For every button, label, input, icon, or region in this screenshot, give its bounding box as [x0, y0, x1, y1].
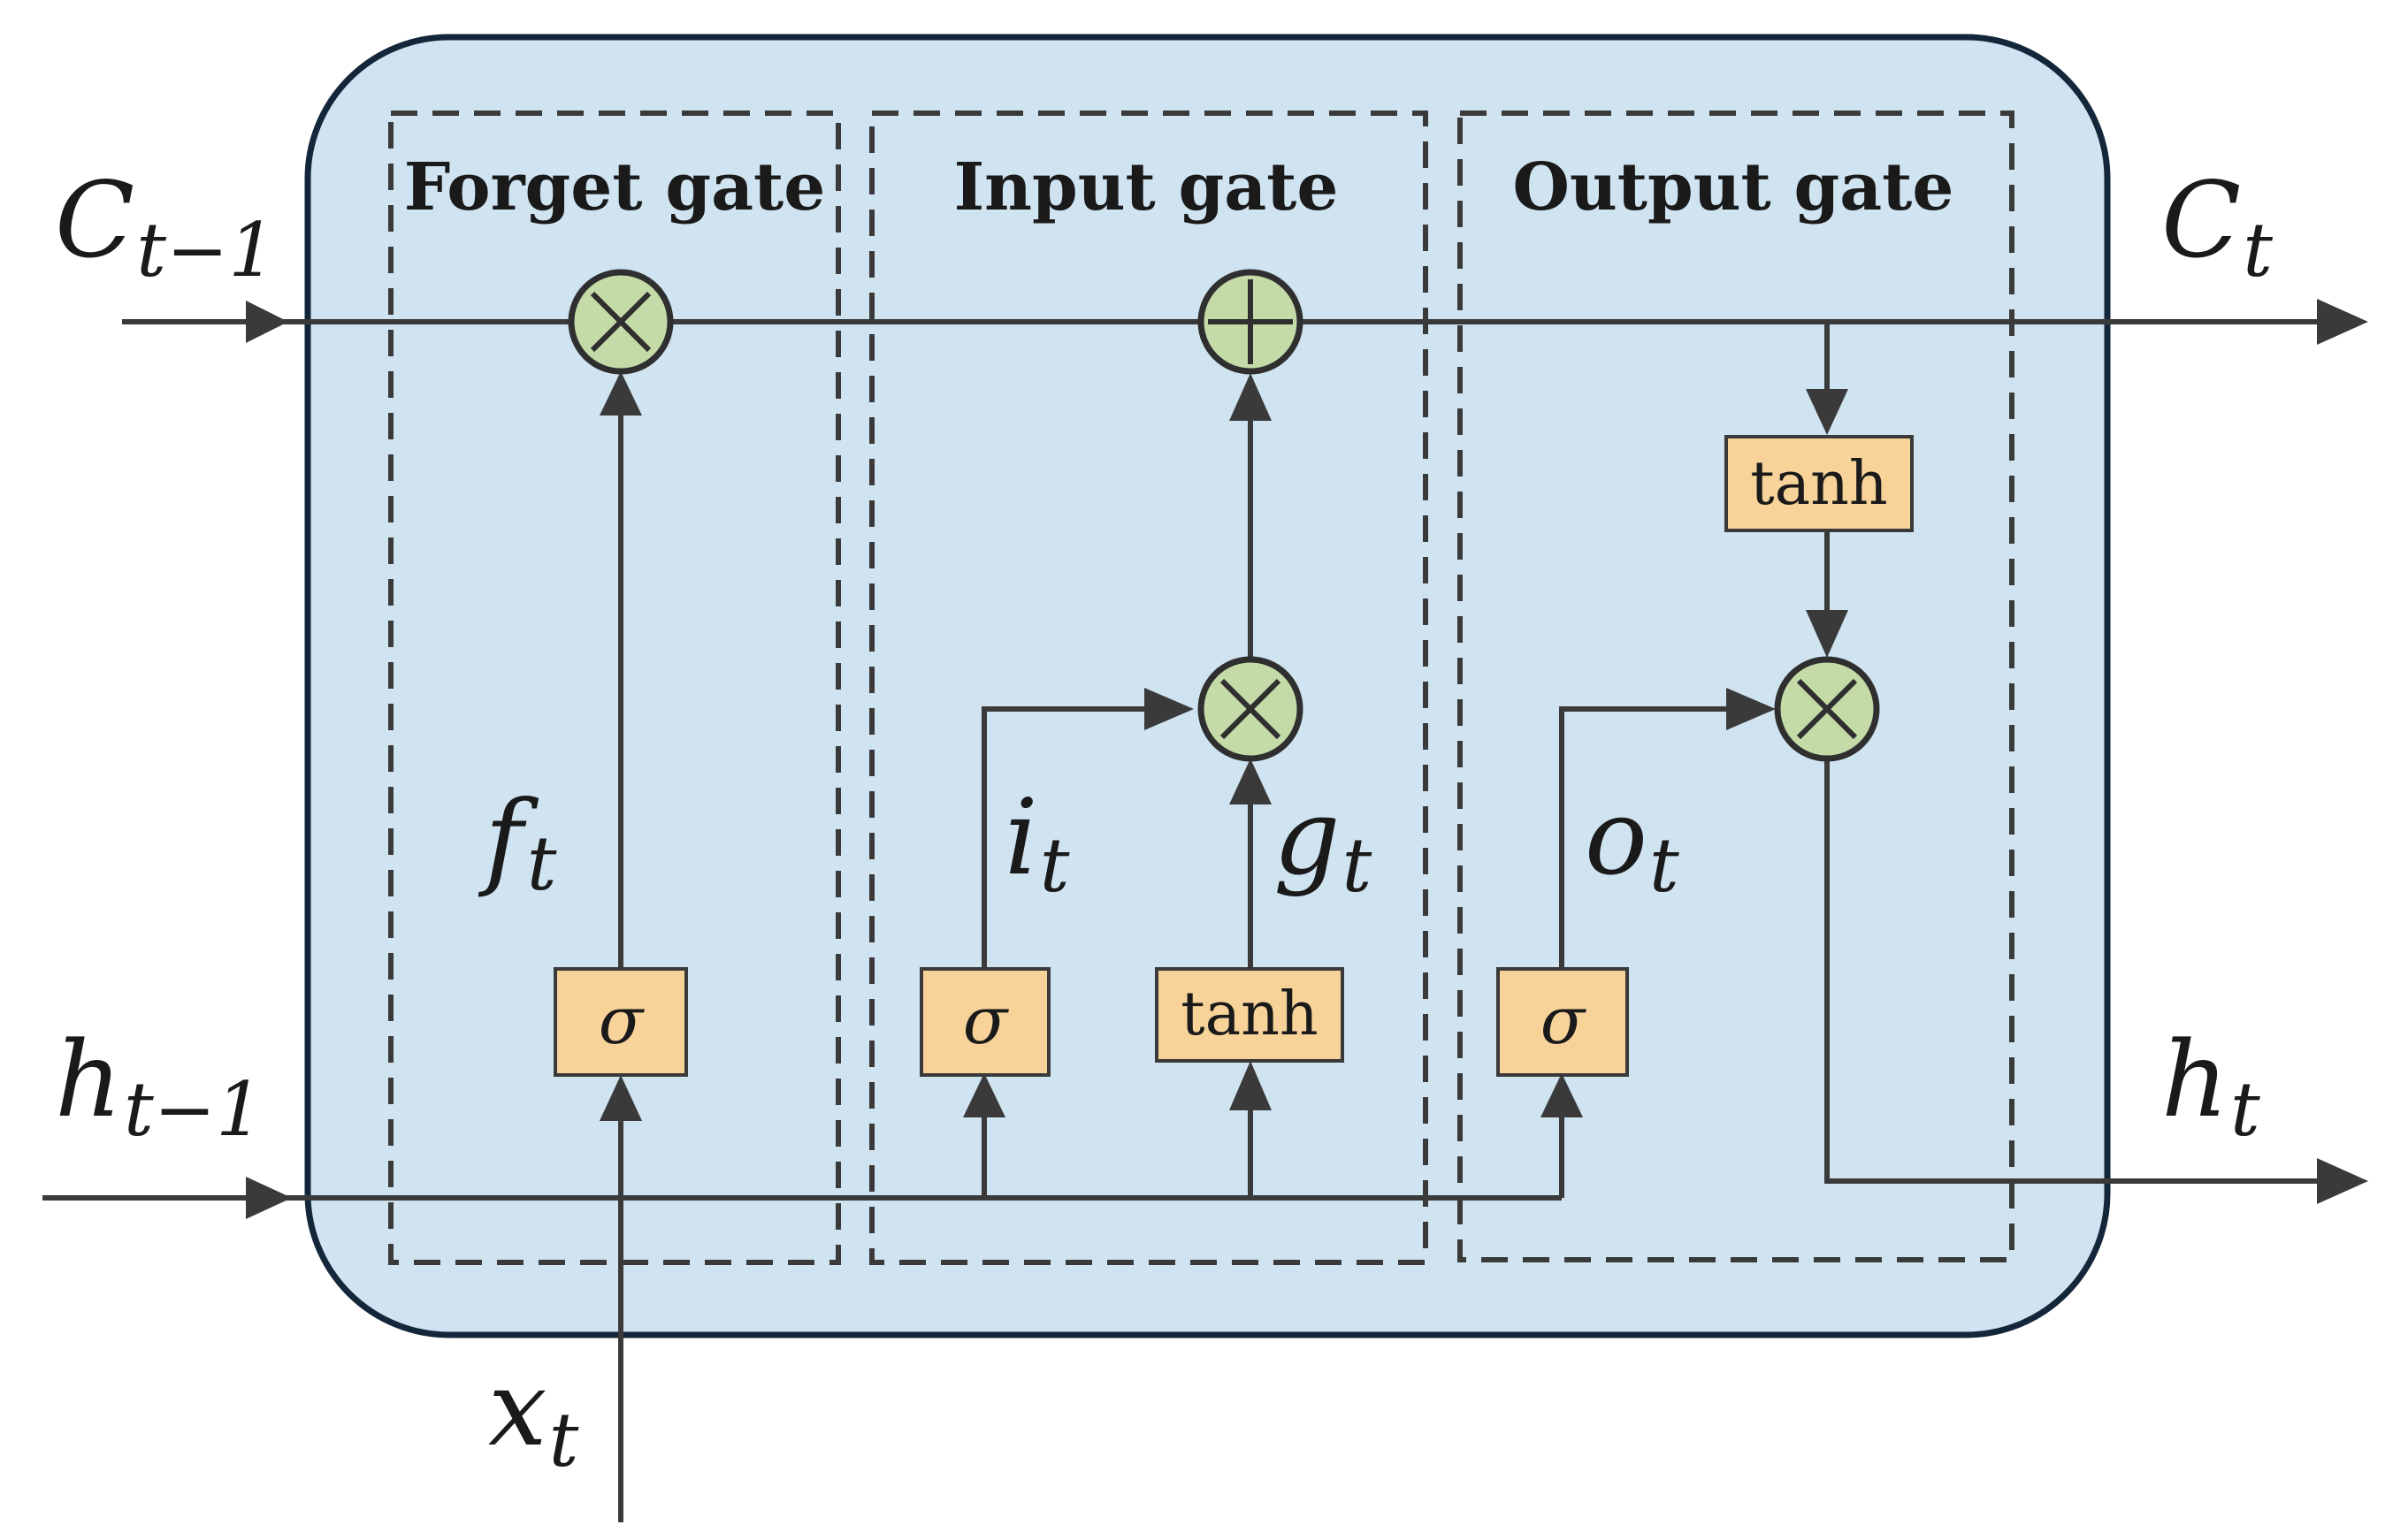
- output-signal-label: ot: [1585, 776, 1679, 909]
- cell-tanh-label: tanh: [1750, 449, 1887, 519]
- input-product-arrowhead: [1229, 373, 1272, 421]
- h-prev-arrowhead: [246, 1177, 292, 1219]
- input-gate-frame: [869, 111, 1428, 1265]
- c-prev-arrowhead: [246, 301, 288, 343]
- h-prev-label: ht−1: [55, 1018, 264, 1153]
- input-gate-title: Input gate: [954, 149, 1339, 225]
- output-sigma-arrowhead: [1540, 1073, 1583, 1117]
- cell-tanh-box: tanh: [1724, 435, 1914, 532]
- input-multiply-node: [1197, 656, 1303, 762]
- hidden-output-line: [1824, 759, 2317, 1184]
- output-gate-frame: [1457, 111, 2014, 1262]
- input-sigma-label: σ: [963, 983, 1010, 1059]
- input-signal-arrowhead: [1144, 688, 1194, 730]
- output-sigma-box: σ: [1496, 967, 1629, 1077]
- multiply-icon: [1796, 678, 1858, 740]
- h-next-arrowhead: [2317, 1158, 2368, 1204]
- h-next-label: ht: [2161, 1018, 2260, 1153]
- c-prev-label: Ct−1: [55, 159, 276, 294]
- forget-gate-title: Forget gate: [404, 149, 826, 225]
- multiply-icon: [1219, 678, 1281, 740]
- output-signal-line: [1559, 706, 1726, 971]
- multiply-icon: [590, 291, 652, 353]
- candidate-signal-arrowhead: [1229, 759, 1272, 804]
- input-signal-line: [982, 706, 1144, 971]
- tanh-to-output-arrowhead: [1806, 610, 1848, 658]
- forget-gate-frame: [388, 111, 841, 1265]
- x-input-label: xt: [488, 1347, 579, 1483]
- output-multiply-node: [1774, 656, 1880, 762]
- forget-signal-arrowhead: [600, 371, 642, 415]
- c-next-arrowhead: [2317, 299, 2368, 345]
- forget-sigma-label: σ: [599, 983, 646, 1059]
- output-signal-arrowhead: [1726, 688, 1776, 730]
- forget-sigma-box: σ: [554, 967, 688, 1077]
- cell-to-tanh-arrowhead: [1806, 389, 1848, 435]
- candidate-signal-label: gt: [1273, 776, 1372, 909]
- input-sigma-arrowhead: [963, 1073, 1005, 1117]
- input-tanh-label: tanh: [1181, 980, 1318, 1049]
- output-sigma-label: σ: [1540, 983, 1587, 1059]
- input-signal-label: it: [1005, 776, 1070, 909]
- input-sigma-box: σ: [920, 967, 1051, 1077]
- cell-add-node: [1197, 269, 1303, 375]
- c-next-label: Ct: [2161, 159, 2273, 294]
- output-gate-title: Output gate: [1513, 149, 1954, 225]
- input-tanh-arrowhead: [1229, 1061, 1272, 1110]
- input-tanh-box: tanh: [1155, 967, 1344, 1063]
- x-input-arrowhead: [600, 1075, 642, 1121]
- plus-icon: [1208, 279, 1293, 364]
- forget-multiply-node: [568, 269, 674, 375]
